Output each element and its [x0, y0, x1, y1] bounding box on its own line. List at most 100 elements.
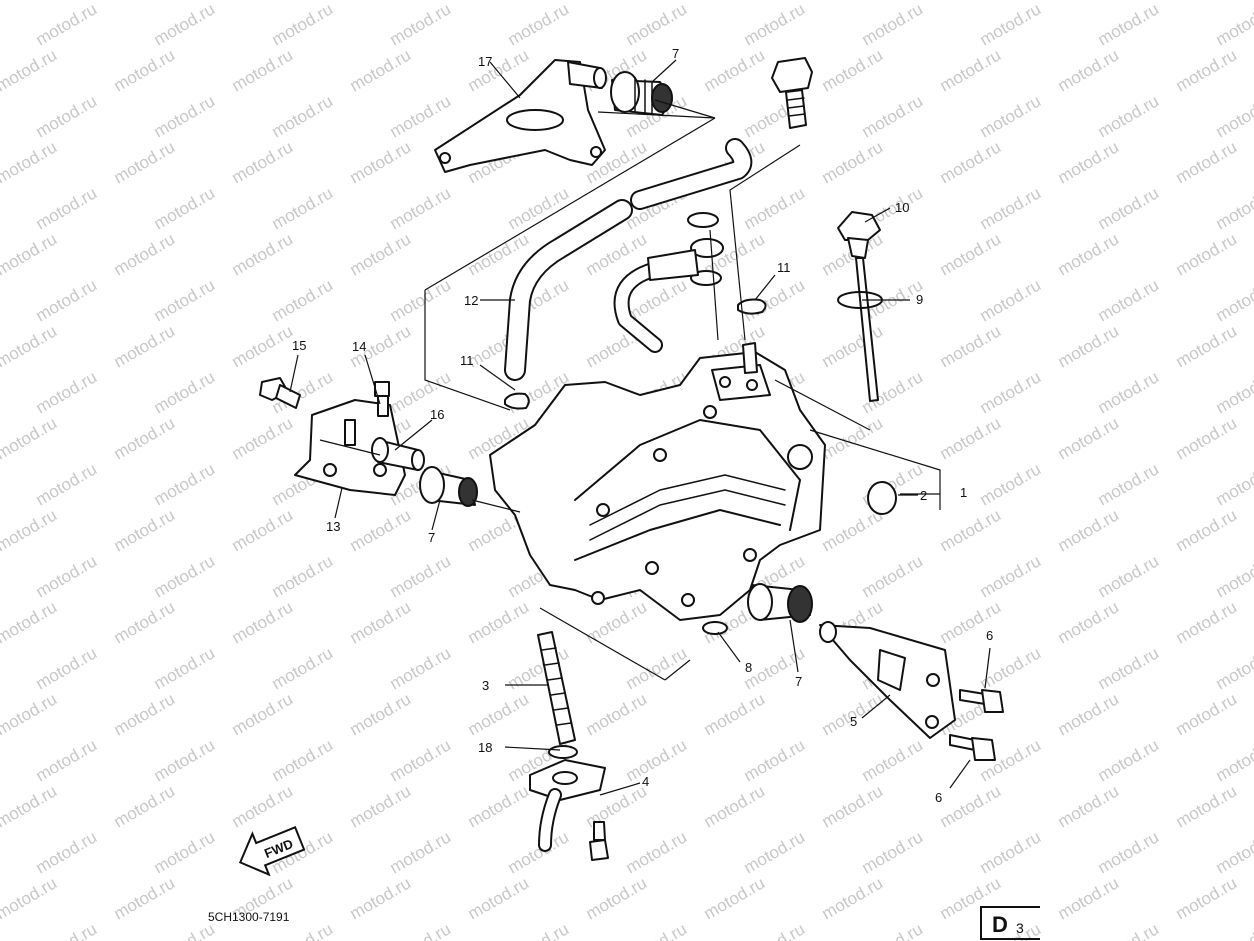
- watermark-text: motod.ru: [583, 689, 651, 739]
- callout-3: 3: [482, 678, 489, 693]
- watermark-text: motod.ru: [1095, 551, 1163, 601]
- watermark-text: motod.ru: [111, 873, 179, 923]
- callout-2: 2: [920, 488, 927, 503]
- page-number: 3: [1016, 920, 1024, 936]
- watermark-text: motod.ru: [583, 597, 651, 647]
- collar-16: [371, 437, 425, 471]
- watermark-text: motod.ru: [347, 137, 415, 187]
- watermark-text: motod.ru: [1173, 0, 1241, 3]
- bolt-6-upper: [959, 689, 1004, 713]
- callout-16: 16: [430, 407, 444, 422]
- watermark-text: motod.ru: [977, 827, 1045, 877]
- bracket-17: [434, 59, 607, 173]
- watermark-text: motod.ru: [1055, 137, 1123, 187]
- watermark-text: motod.ru: [111, 781, 179, 831]
- o-ring-8: [702, 621, 728, 635]
- watermark-text: motod.ru: [151, 735, 219, 785]
- bolt-6-lower: [949, 734, 996, 761]
- watermark-text: motod.ru: [1213, 551, 1254, 601]
- watermark-text: motod.ru: [819, 137, 887, 187]
- watermark-text: motod.ru: [1055, 781, 1123, 831]
- washer: [687, 212, 719, 228]
- bolt-14: [374, 381, 390, 417]
- bolt-15: [259, 377, 301, 409]
- watermark-text: motod.ru: [229, 0, 297, 3]
- callout-1: 1: [960, 485, 967, 500]
- grommet-7-left: [419, 466, 478, 507]
- callout-9: 9: [916, 292, 923, 307]
- watermark-text: motod.ru: [347, 689, 415, 739]
- gasket-18: [548, 745, 578, 759]
- watermark-text: motod.ru: [0, 45, 60, 95]
- watermark-text: motod.ru: [0, 413, 60, 463]
- watermark-text: motod.ru: [465, 689, 533, 739]
- watermark-text: motod.ru: [819, 321, 887, 371]
- watermark-text: motod.ru: [269, 91, 337, 141]
- watermark-text: motod.ru: [1213, 459, 1254, 509]
- watermark-text: motod.ru: [33, 0, 101, 49]
- watermark-text: motod.ru: [1095, 643, 1163, 693]
- watermark-text: motod.ru: [937, 45, 1005, 95]
- watermark-text: motod.ru: [465, 873, 533, 923]
- callout-12: 12: [464, 293, 478, 308]
- callout-6-lower: 6: [935, 790, 942, 805]
- watermark-text: motod.ru: [623, 0, 691, 49]
- watermark-text: motod.ru: [229, 137, 297, 187]
- callout-7-top: 7: [672, 46, 679, 61]
- watermark-text: motod.ru: [33, 459, 101, 509]
- watermark-text: motod.ru: [0, 137, 60, 187]
- watermark-text: motod.ru: [1173, 505, 1241, 555]
- watermark-text: motod.ru: [977, 367, 1045, 417]
- watermark-text: motod.ru: [347, 45, 415, 95]
- watermark-text: motod.ru: [1213, 919, 1254, 941]
- watermark-text: motod.ru: [741, 827, 809, 877]
- watermark-text: motod.ru: [33, 919, 101, 941]
- watermark-text: motod.ru: [859, 827, 927, 877]
- watermark-text: motod.ru: [229, 505, 297, 555]
- watermark-text: motod.ru: [1173, 689, 1241, 739]
- watermark-text: motod.ru: [977, 551, 1045, 601]
- watermark-text: motod.ru: [1173, 229, 1241, 279]
- watermark-text: motod.ru: [1055, 413, 1123, 463]
- watermark-text: motod.ru: [465, 0, 533, 3]
- bracket-5: [819, 621, 956, 739]
- watermark-text: motod.ru: [741, 0, 809, 49]
- callout-7-right: 7: [795, 674, 802, 689]
- watermark-text: motod.ru: [111, 597, 179, 647]
- watermark-text: motod.ru: [1095, 91, 1163, 141]
- watermark-text: motod.ru: [741, 735, 809, 785]
- watermark-text: motod.ru: [741, 183, 809, 233]
- watermark-text: motod.ru: [1055, 321, 1123, 371]
- watermark-text: motod.ru: [151, 551, 219, 601]
- guide-lines: [289, 59, 991, 796]
- watermark-text: motod.ru: [623, 827, 691, 877]
- watermark-text: motod.ru: [151, 367, 219, 417]
- bolt-4: [589, 821, 609, 861]
- watermark-text: motod.ru: [465, 781, 533, 831]
- watermark-text: motod.ru: [0, 873, 60, 923]
- watermark-text: motod.ru: [111, 413, 179, 463]
- watermark-text: motod.ru: [151, 827, 219, 877]
- watermark-text: motod.ru: [1095, 183, 1163, 233]
- watermark-text: motod.ru: [33, 275, 101, 325]
- watermark-text: motod.ru: [0, 597, 60, 647]
- callout-18: 18: [478, 740, 492, 755]
- callout-8: 8: [745, 660, 752, 675]
- watermark-text: motod.ru: [111, 0, 179, 3]
- watermark-text: motod.ru: [111, 229, 179, 279]
- watermark-text: motod.ru: [937, 413, 1005, 463]
- watermark-text: motod.ru: [1095, 275, 1163, 325]
- watermark-text: motod.ru: [33, 91, 101, 141]
- watermark-text: motod.ru: [937, 0, 1005, 3]
- watermark-text: motod.ru: [151, 91, 219, 141]
- watermark-text: motod.ru: [977, 183, 1045, 233]
- watermark-text: motod.ru: [151, 275, 219, 325]
- watermark-text: motod.ru: [1095, 459, 1163, 509]
- watermark-text: motod.ru: [33, 551, 101, 601]
- watermark-text: motod.ru: [1173, 321, 1241, 371]
- watermark-text: motod.ru: [33, 735, 101, 785]
- watermark-text: motod.ru: [937, 781, 1005, 831]
- watermark-text: motod.ru: [819, 873, 887, 923]
- watermark-text: motod.ru: [387, 827, 455, 877]
